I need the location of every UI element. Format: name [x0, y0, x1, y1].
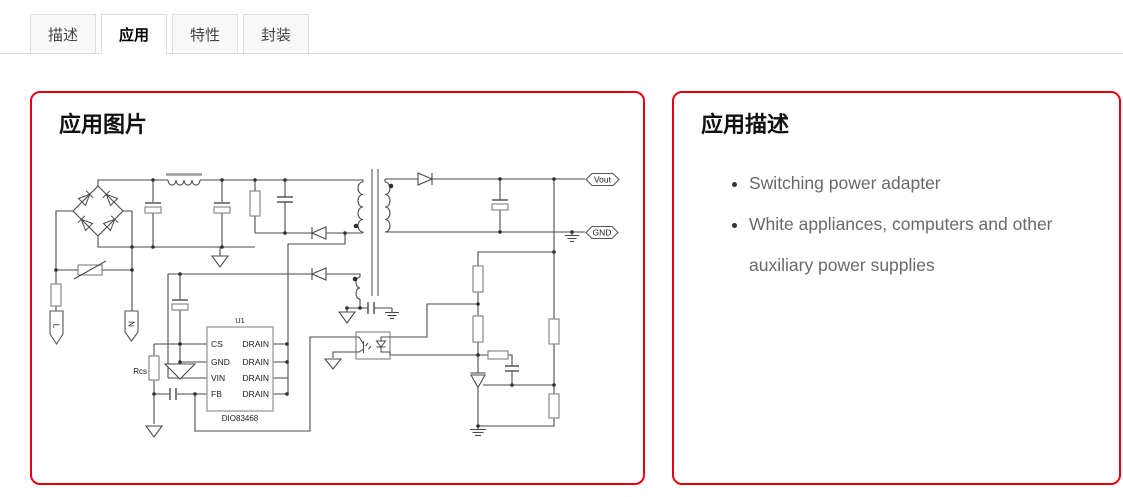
line-terminal-label: L	[52, 324, 61, 329]
application-image-title: 应用图片	[59, 112, 148, 137]
neutral-terminal	[124, 310, 139, 342]
application-list-item: Switching power adapter	[749, 163, 1119, 204]
application-description-title: 应用描述	[701, 112, 790, 137]
ic-pin-drain-3: DRAIN	[243, 373, 269, 383]
vout-net-flag	[585, 172, 620, 187]
rcs-label: Rcs	[133, 367, 147, 376]
gnd-net-label: GND	[593, 228, 612, 238]
tab-bar: 描述 应用 特性 封装	[0, 13, 1123, 54]
tab-package[interactable]: 封装	[243, 14, 310, 54]
application-description-panel: 应用描述 Switching power adapter White appli…	[672, 91, 1121, 485]
tab-application[interactable]: 应用	[101, 14, 168, 54]
ic-pin-gnd: GND	[211, 357, 230, 367]
ic-part-number: DIO83468	[222, 414, 259, 423]
ic-pin-drain-2: DRAIN	[243, 357, 269, 367]
application-image-panel: 应用图片	[30, 91, 645, 485]
ic-pin-cs: CS	[211, 339, 223, 349]
ic-pin-drain-1: DRAIN	[243, 339, 269, 349]
ic-ref-label: U1	[235, 316, 245, 325]
tab-features[interactable]: 特性	[172, 14, 239, 54]
neutral-terminal-label: N	[127, 321, 136, 327]
optocoupler-icon	[355, 331, 391, 360]
application-list: Switching power adapter White appliances…	[674, 163, 1119, 286]
line-terminal	[49, 310, 64, 346]
ic-pin-drain-4: DRAIN	[243, 389, 269, 399]
tab-description[interactable]: 描述	[30, 14, 97, 54]
content-area: 应用图片	[30, 91, 1121, 485]
application-list-item: White appliances, computers and other au…	[749, 204, 1119, 286]
ic-pin-vin: VIN	[211, 373, 225, 383]
vout-net-label: Vout	[594, 175, 612, 185]
circuit-schematic: U1 DIO83468 CS GND VIN FB DRAIN DRAIN DR…	[49, 169, 620, 438]
ic-body	[206, 326, 274, 412]
ic-pin-fb: FB	[211, 389, 222, 399]
gnd-net-flag	[585, 225, 619, 240]
